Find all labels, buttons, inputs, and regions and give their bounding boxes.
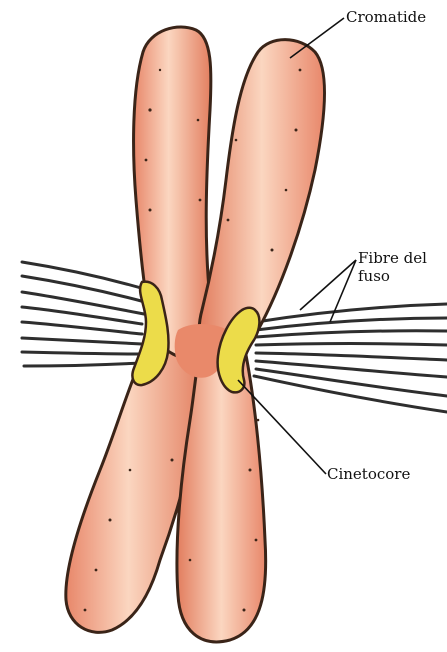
leader-line-cromatide: [290, 18, 344, 58]
leader-line-fibre-2: [330, 260, 356, 322]
leader-line-fibre-1: [300, 260, 356, 310]
label-fibre-del-fuso: Fibre del fuso: [358, 249, 427, 285]
label-fibre-line-2: fuso: [358, 267, 427, 285]
label-cromatide: Cromatide: [346, 8, 426, 26]
spindle-fibers-left: [22, 262, 148, 366]
label-fibre-line-1: Fibre del: [358, 249, 427, 267]
label-cinetocore: Cinetocore: [327, 465, 410, 483]
chromatid-arm-upper-right: [199, 40, 324, 357]
spindle-fibers-right: [254, 304, 447, 412]
